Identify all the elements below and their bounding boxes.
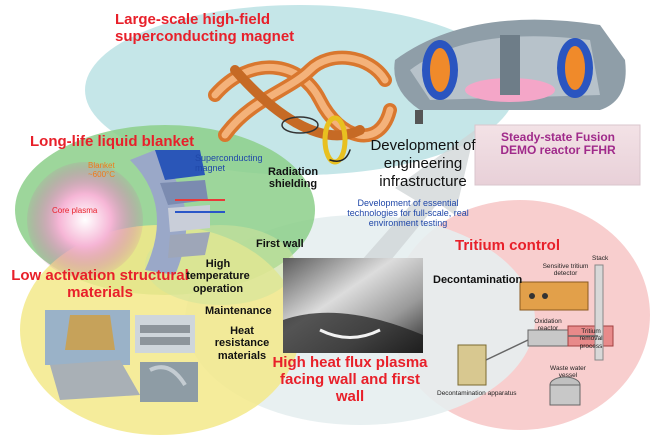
- essential-tech-label: Development of essential technologies fo…: [347, 198, 469, 229]
- demo-label: Steady-state Fusion DEMO reactor FFHR: [500, 130, 616, 158]
- heat-resistance-label: Heat resistance materials: [214, 325, 270, 362]
- plasma-wall-photo: [283, 258, 423, 353]
- tritium-title: Tritium control: [455, 237, 560, 254]
- removal-process-label: Tritium removal process: [579, 328, 603, 350]
- stack-label: Stack: [592, 255, 609, 262]
- oxidation-reactor-label: Oxidation reactor: [534, 318, 562, 333]
- demo-reactor-illustration: [394, 19, 626, 124]
- decontamination-label: Decontamination: [433, 274, 523, 286]
- tritium-detector-label: Sensitive tritium detector: [542, 263, 589, 278]
- demo-box: [474, 124, 641, 186]
- materials-title: Low activation structural materials: [11, 267, 189, 301]
- maintenance-label: Maintenance: [205, 305, 272, 317]
- high-temp-label: High temperature operation: [186, 258, 250, 295]
- materials-photos: [45, 310, 198, 402]
- blanket-temp-label: Blanket ~600°C: [88, 161, 115, 179]
- blanket-illustration: [27, 150, 225, 278]
- core-plasma-label: Core plasma: [52, 206, 98, 215]
- waste-water-label: Waste water vessel: [550, 365, 586, 380]
- decon-apparatus-label: Decontamination apparatus: [437, 390, 517, 397]
- blanket-title: Long-life liquid blanket: [30, 133, 195, 150]
- radiation-shielding-label: Radiation shielding: [267, 166, 319, 191]
- superconducting-magnet-label: Superconducting magnet: [195, 153, 263, 174]
- engineering-label: Development of engineering infrastructur…: [370, 137, 476, 190]
- plasma-wall-title: High heat flux plasma facing wall and fi…: [272, 354, 428, 405]
- tritium-apparatus: [457, 264, 614, 406]
- helical-coil-illustration: [208, 50, 397, 165]
- first-wall-label: First wall: [256, 238, 304, 250]
- magnet-title: Large-scale high-field superconducting m…: [115, 11, 295, 45]
